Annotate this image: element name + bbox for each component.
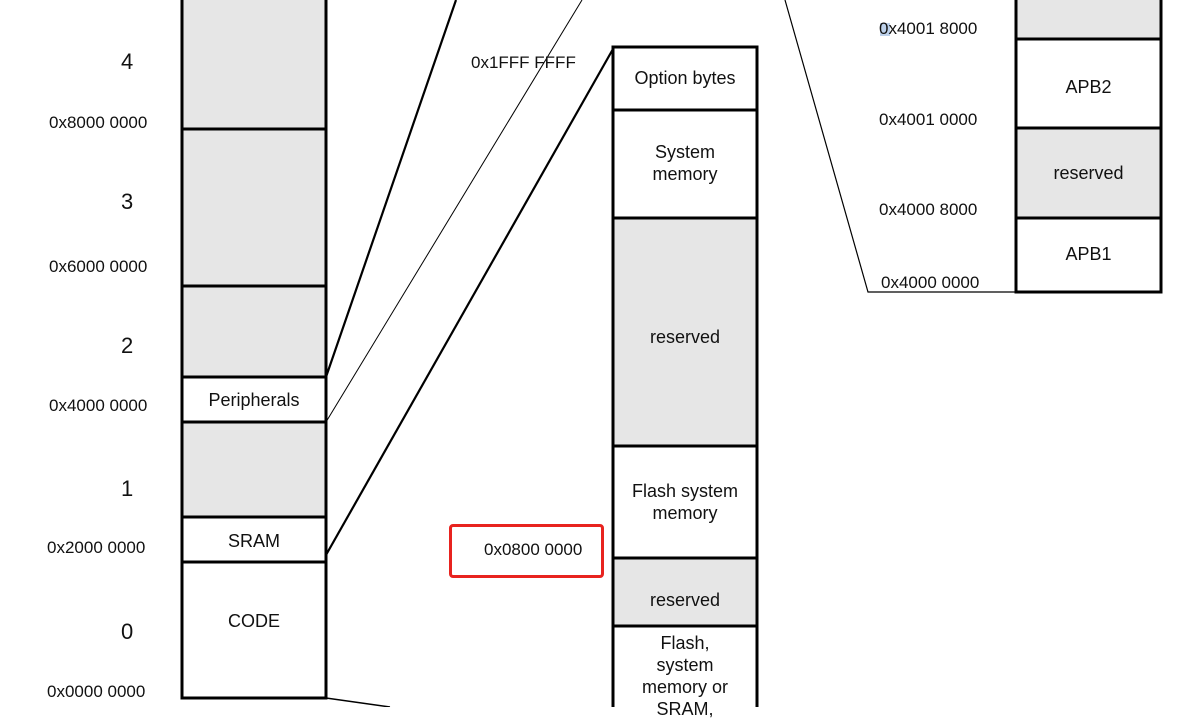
- main-block-code: [180, 560, 328, 700]
- main-block-peripherals: [180, 375, 328, 424]
- aliased-memory-label: Flash, system memory or SRAM,: [641, 633, 728, 719]
- periph-address-label: 0x4000 8000: [879, 200, 978, 219]
- code-block-reserved-2: [611, 556, 759, 628]
- address-label: 0x8000 0000: [49, 113, 148, 132]
- main-block-region-2: [180, 284, 328, 379]
- region-number-2: 2: [121, 333, 134, 358]
- region-number-4: 4: [121, 49, 134, 74]
- address-label: 0x0000 0000: [47, 682, 146, 701]
- sram-label: SRAM: [227, 531, 280, 551]
- periph-address-label: 0x4001 0000: [879, 110, 978, 129]
- region-number-3: 3: [121, 189, 134, 214]
- connector-code-bottom: [325, 697, 391, 707]
- cursor-selection-mark: [880, 23, 890, 36]
- flash-system-memory-label: Flash system memory: [631, 481, 739, 523]
- periph-address-label: 0x4001 8000: [879, 19, 978, 38]
- main-block-region-4: [180, 0, 328, 131]
- periph-address-label: 0x4000 0000: [881, 273, 980, 292]
- system-memory-label: System memory: [652, 142, 718, 184]
- reserved-2-label: reserved: [649, 590, 721, 610]
- apb2-label: APB2: [1065, 77, 1112, 97]
- periph-block-apb1: [1014, 216, 1163, 294]
- code-block-flash-system-memory: [611, 444, 759, 560]
- option-bytes-label: Option bytes: [634, 68, 736, 88]
- connector-region2-top: [324, 0, 458, 378]
- reserved-label: reserved: [649, 327, 721, 347]
- main-block-region-3: [180, 127, 328, 288]
- apb1-label: APB1: [1065, 244, 1112, 264]
- highlight-box: [449, 524, 604, 578]
- peripherals-label: Peripherals: [208, 390, 300, 410]
- periph-reserved-label: reserved: [1053, 163, 1124, 183]
- periph-block-apb2: [1014, 37, 1163, 130]
- code-label: CODE: [227, 611, 280, 631]
- address-label: 0x6000 0000: [49, 257, 148, 276]
- code-top-address: 0x1FFF FFFF: [471, 53, 576, 72]
- code-block-system-memory: [611, 108, 759, 220]
- connector-peripherals: [325, 0, 583, 423]
- address-label: 0x4000 0000: [49, 396, 148, 415]
- address-label: 0x2000 0000: [47, 538, 146, 557]
- connector-periph-bottom: [784, 0, 1016, 293]
- region-number-1: 1: [121, 476, 134, 501]
- region-number-0: 0: [121, 619, 134, 644]
- code-block-option-bytes: [611, 45, 759, 112]
- highlighted-address: 0x0800 0000: [484, 540, 583, 559]
- main-block-sram: [180, 515, 328, 564]
- connector-sram-optionbytes: [325, 48, 614, 556]
- main-block-region-1: [180, 420, 328, 519]
- code-block-reserved: [611, 216, 759, 448]
- code-block-aliased: [611, 624, 759, 707]
- periph-block-top: [1014, 0, 1163, 41]
